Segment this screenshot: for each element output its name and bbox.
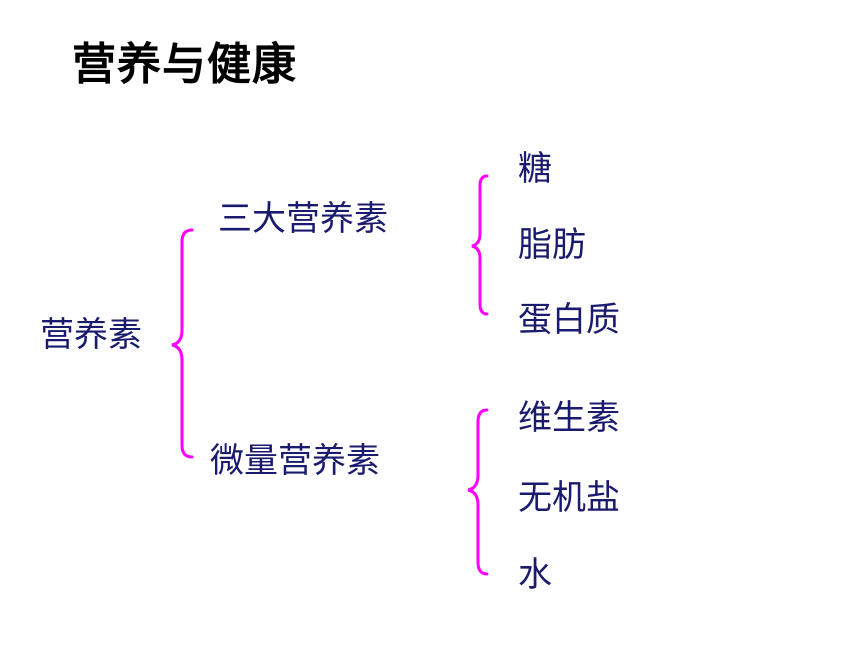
root-node: 营养素: [40, 315, 142, 355]
leaf-node: 脂肪: [518, 225, 586, 265]
category-1-brace: [471, 174, 489, 316]
leaf-node: 蛋白质: [518, 300, 620, 340]
category-node-macro: 三大营养素: [218, 199, 388, 239]
slide-title: 营养与健康: [72, 39, 297, 90]
leaf-node: 水: [518, 555, 552, 595]
root-brace: [171, 228, 194, 459]
leaf-node: 无机盐: [518, 478, 620, 518]
leaf-node: 糖: [518, 149, 552, 189]
category-node-micro: 微量营养素: [210, 441, 380, 481]
category-2-brace: [467, 408, 489, 576]
leaf-node: 维生素: [518, 398, 620, 438]
